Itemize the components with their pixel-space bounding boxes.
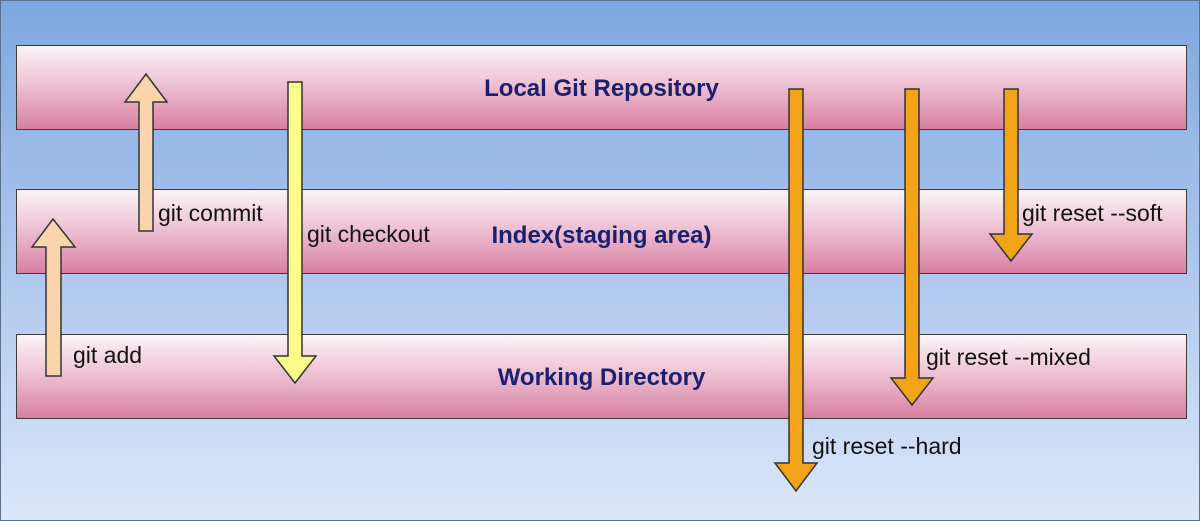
git-checkout-label: git checkout [307,221,430,247]
index-staging-band: Index(staging area) [16,189,1187,274]
reset-mixed-arrow-icon [889,88,935,407]
checkout-arrow-icon [272,81,318,385]
index-staging-label: Index(staging area) [491,222,712,249]
local-repository-label: Local Git Repository [484,75,719,102]
git-reset-soft-label: git reset --soft [1022,200,1163,226]
working-directory-label: Working Directory [497,364,706,391]
git-add-label: git add [73,342,143,368]
reset-soft-arrow-icon [988,88,1034,263]
working-directory-band: Working Directory [16,334,1187,419]
git-commit-label: git commit [158,200,263,226]
git-reset-hard-label: git reset --hard [812,433,962,459]
local-repository-band: Local Git Repository [16,45,1187,130]
git-reset-mixed-label: git reset --mixed [926,344,1091,370]
reset-hard-arrow-icon [773,88,819,493]
add-arrow-icon [30,217,77,377]
commit-arrow-icon [123,72,169,232]
